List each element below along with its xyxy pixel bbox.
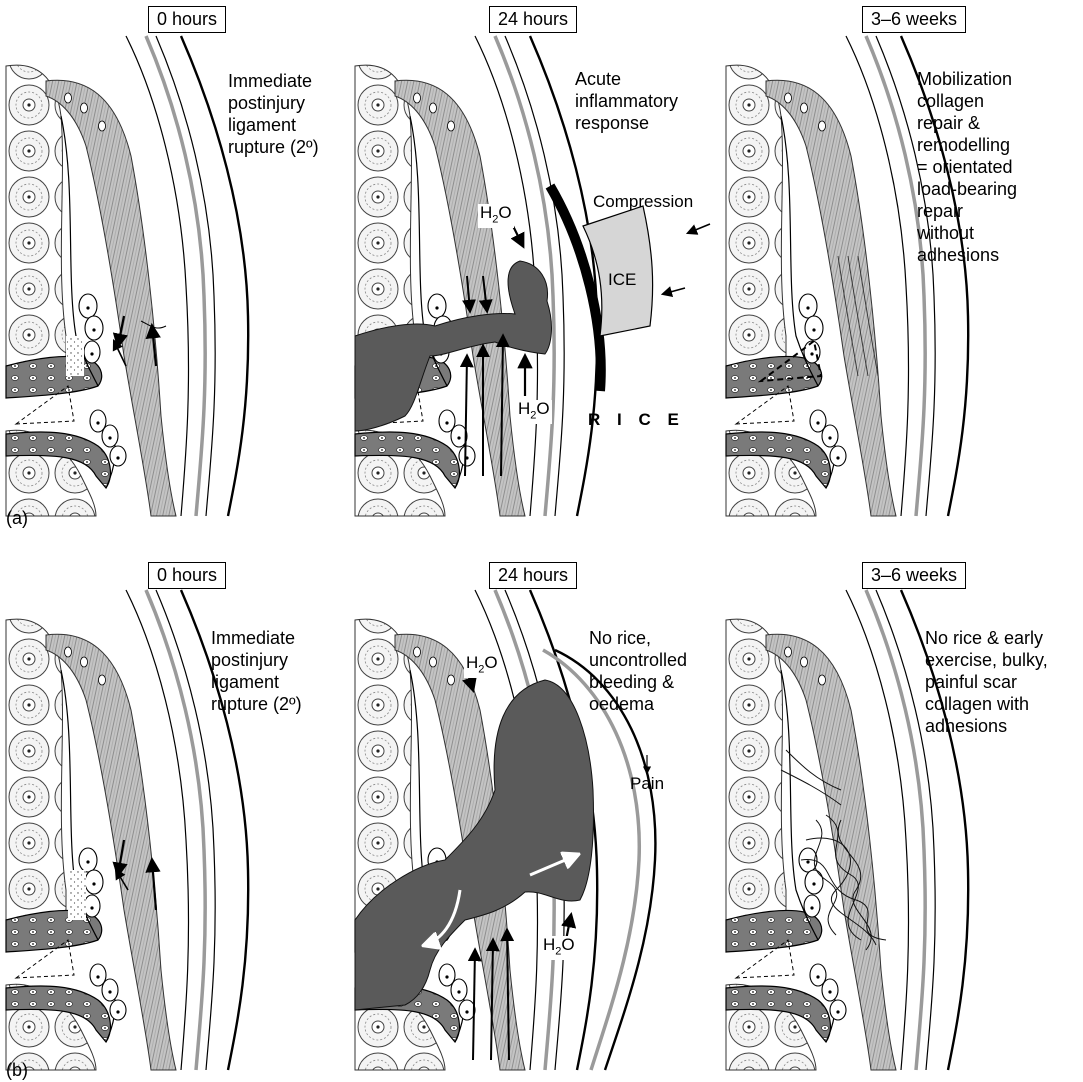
row-b-caption-3-6: No rice & early exercise, bulky, painful… (925, 627, 1048, 737)
row-b-water-top: H2O (464, 654, 500, 678)
row-a-letter: (a) (6, 508, 28, 528)
row-b-water-bottom: H2O (541, 936, 577, 960)
panel-a1-drawing (6, 36, 248, 516)
row-a-time-0: 0 hours (148, 6, 226, 33)
row-a-caption-3-6: Mobilization collagen repair & remodelli… (917, 68, 1017, 266)
pain-label: Pain (630, 774, 664, 794)
row-a-caption-24: Acute inflammatory response (575, 68, 678, 134)
row-b-caption-24: No rice, uncontrolled bleeding & oedema (589, 627, 687, 715)
row-a-water-top: H2O (478, 204, 514, 228)
row-b-time-3-6: 3–6 weeks (862, 562, 966, 589)
row-b-letter: (b) (6, 1060, 28, 1080)
rice-label: R I C E (588, 410, 685, 430)
row-a-time-24: 24 hours (489, 6, 577, 33)
row-a-time-3-6: 3–6 weeks (862, 6, 966, 33)
row-b-time-24: 24 hours (489, 562, 577, 589)
row-b-time-0: 0 hours (148, 562, 226, 589)
ice-label: ICE (608, 270, 636, 290)
row-b-caption-0: Immediate postinjury ligament rupture (2… (211, 627, 302, 715)
compression-label: Compression (593, 192, 693, 212)
row-a-caption-0: Immediate postinjury ligament rupture (2… (228, 70, 319, 158)
row-a-water-bottom: H2O (516, 400, 552, 424)
